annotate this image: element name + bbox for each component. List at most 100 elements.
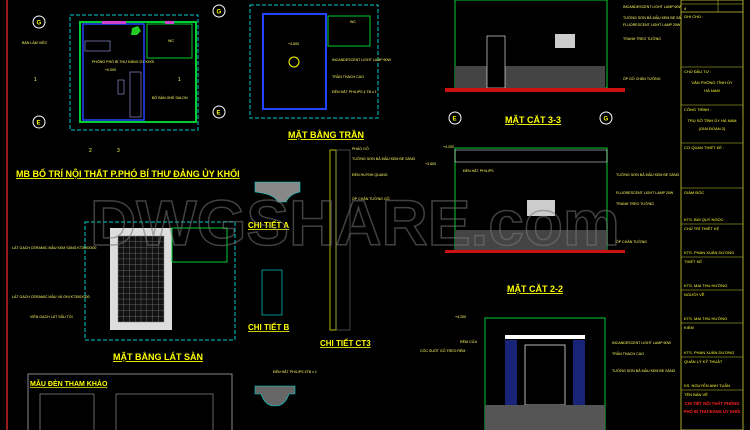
section-mark: 1 — [34, 77, 37, 83]
title-block: 4 GHI CHÚ :CHỦ ĐẦU TƯ :VĂN PHÒNG TỈNH ỦY… — [680, 0, 744, 430]
axis-label: E — [453, 117, 457, 123]
drawing-title: MẪU ĐÈN THAM KHẢO — [30, 379, 108, 388]
level-label: +3.600 — [425, 162, 436, 166]
curtain — [505, 340, 517, 410]
level-label: +4.200 — [455, 315, 466, 319]
title-block-label: CHỦ TRÌ THIẾT KẾ — [684, 226, 719, 231]
outer-wall — [79, 21, 197, 123]
sheet-name: PHÓ BÍ THƯ ĐẢNG ỦY KHỐI — [684, 409, 741, 414]
lamp-image-frame — [39, 393, 95, 430]
annotation: TƯỜNG SƠN BẢ MẦU KEM BE SÁNG — [612, 368, 676, 373]
detail-b: CHI TIẾT B — [248, 269, 290, 332]
drawing-title: MẶT CẮT 2-2 — [507, 284, 563, 294]
room-label: PHÒNG PHÓ BÍ THƯ ĐẢNG ỦY KHỐI — [92, 59, 154, 64]
wainscot-hatch — [455, 66, 605, 88]
title-block-label: CHỦ ĐẦU TƯ : — [684, 69, 711, 74]
dim-boundary — [249, 4, 379, 119]
section-3-3: E G INCANDESCENT LIGHT LAMP 60W TƯỜNG SƠ… — [445, 0, 687, 125]
molding-profile — [261, 269, 283, 316]
dim-boundary — [84, 221, 236, 341]
axis-marker-e — [448, 111, 462, 125]
annotation: FLUORESCENT LIGHT LAMP 20W — [623, 23, 681, 27]
title-block-value: VĂN PHÒNG TỈNH ỦY — [691, 80, 732, 85]
wainscot-hatch — [455, 230, 607, 250]
section-2-2: ĐÈN HẮT PHILIPS TƯỜNG SƠN BẢ MẦU KEM BE … — [425, 145, 680, 294]
title-block-value: KTS. MAI THU HƯỜNG — [684, 316, 727, 321]
title-block-value: TRỤ SỞ TỈNH ỦY HÀ NAM — [687, 118, 736, 123]
window — [165, 21, 174, 24]
annotation: ĐÈN HUỲNH QUANG — [352, 172, 388, 177]
title-block-label: NGƯỜI VẼ — [684, 292, 705, 297]
drawing-title: MB BỐ TRÍ NỘI THẤT P.PHÓ BÍ THƯ ĐẢNG ỦY … — [16, 168, 240, 179]
section-walls — [484, 317, 606, 430]
section-mark: 2 — [89, 148, 92, 154]
annotation: ĐÈN HẮT PHILIPS 4 TB x 1 — [332, 89, 377, 94]
annotation: TRẦN THẠCH CAO — [612, 352, 644, 356]
wainscot-hatch — [485, 405, 605, 430]
furniture-plan: PHÒNG PHÓ BÍ THƯ ĐẢNG ỦY KHỐI +0.000 WC … — [16, 4, 240, 179]
annotation: TƯỜNG SƠN BẢ MẦU KEM BE SÁNG — [623, 15, 687, 20]
tiling-plan: LÁT GẠCH CERAMIC MẦU KEM SÁNG KT300X300 … — [12, 221, 236, 362]
tile-grid — [118, 236, 164, 322]
floor-slab — [445, 250, 625, 253]
floor-slab — [445, 88, 625, 92]
title-block-value: (GIAI ĐOẠN 2) — [699, 126, 726, 131]
title-block-value: HÀ NAM — [704, 88, 720, 93]
annotation: INCANDESCENT LIGHT LAMP 60W — [612, 341, 672, 345]
ceiling-wall — [262, 13, 327, 110]
table — [117, 79, 125, 95]
section-mark: 3 — [117, 148, 120, 154]
annotation: INCANDESCENT LIGHT LAMP 60W — [623, 5, 683, 9]
lamp-icon — [288, 56, 300, 68]
annotation: LÁT GẠCH CERAMIC MẦU VÀ GHI KT300X300 — [12, 295, 90, 299]
axis-label: G — [37, 21, 42, 27]
title-block-label: THIẾT KẾ — [684, 259, 702, 264]
annotation: TƯỜNG SƠN BẢ MẦU KEM BE SÁNG — [352, 156, 416, 161]
axis-label: G — [604, 117, 609, 123]
drawing-title: MẶT BẰNG TRẦN — [288, 130, 364, 140]
level-label: +4.200 — [443, 145, 454, 149]
annotation: ỐP CHÂN TƯỜNG GỖ — [352, 196, 390, 201]
molding-profile — [254, 181, 301, 203]
lamp-reference: MẪU ĐÈN THAM KHẢO ĐÈN HẮT PHILIPS 4TB x … — [27, 369, 317, 430]
lower-section: +4.200 INCANDESCENT LIGHT LAMP 60W TRẦN … — [420, 315, 676, 430]
title-block-value: KS. NGUYỄN ANH TUẤN — [684, 383, 730, 388]
axis-marker-g — [599, 111, 613, 125]
annotation: RÈM CỬA — [460, 339, 478, 344]
title-block-label: KIỂM — [684, 325, 694, 330]
title-block-label: TÊN BẢN VẼ — [684, 392, 708, 397]
annotation: TRANH TREO TƯỜNG — [616, 201, 654, 206]
side-label: BỘ BÀN GHẾ SALON — [152, 95, 188, 100]
desk — [84, 40, 111, 52]
cabinet — [129, 71, 142, 118]
annotation: TRANH TREO TƯỜNG — [623, 36, 661, 41]
detail-a: CHI TIẾT A — [248, 181, 301, 230]
annotation: INCANDESCENT LIGHT LAMP 60W — [332, 58, 392, 62]
title-block-label: CƠ QUAN THIẾT KẾ : — [684, 145, 724, 150]
axis-label: E — [37, 121, 41, 127]
title-block-frame — [680, 0, 744, 430]
annotation: TRẦN THẠCH CAO — [332, 75, 364, 79]
sheet-number: 4 — [684, 6, 687, 11]
annotation: CỐC SUỐT GỖ TREO RÈM — [420, 348, 465, 353]
reference-frame — [27, 373, 233, 430]
title-block-label: CÔNG TRÌNH : — [684, 107, 711, 112]
annotation: VIỀN GẠCH LÁT SẪU TỐI — [30, 314, 73, 319]
curtain — [573, 340, 585, 410]
axis-marker-g — [32, 15, 46, 29]
curtain-rod — [505, 335, 585, 339]
watermark: DWGSHARE.com — [90, 187, 620, 259]
window — [524, 344, 566, 406]
wall-section — [335, 149, 351, 331]
lamp-detail — [254, 385, 296, 407]
wc-label: WC — [168, 39, 174, 43]
title-block-label: GIÁM ĐỐC — [684, 190, 704, 195]
section-mark: 1 — [178, 77, 181, 83]
plant-icon — [131, 26, 141, 35]
title-block-rows: GHI CHÚ :CHỦ ĐẦU TƯ :VĂN PHÒNG TỈNH ỦYHÀ… — [681, 11, 743, 414]
wall-painting — [527, 200, 555, 216]
annotation: ỐP GỖ CHÂN TƯỜNG — [623, 76, 661, 81]
annotation: LÁT GẠCH CERAMIC MẦU KEM SÁNG KT300X300 — [12, 246, 96, 250]
